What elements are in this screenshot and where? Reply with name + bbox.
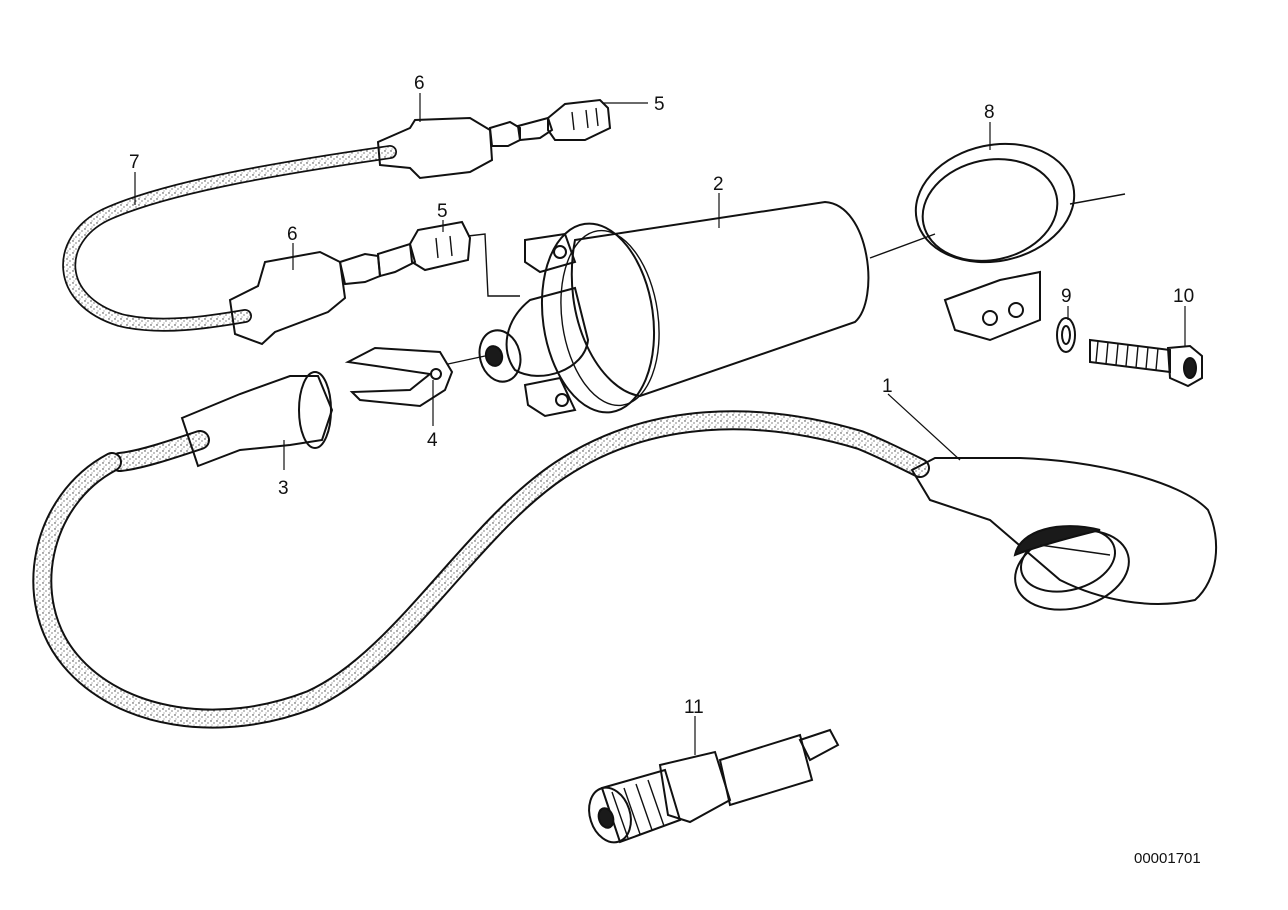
rubber-boot-upper [376, 116, 554, 180]
callout-2: 2 [713, 174, 724, 195]
spring-clip [344, 346, 454, 408]
callout-6-upper: 6 [414, 73, 425, 94]
ignition-coil [478, 200, 870, 418]
spark-plug-connector [910, 457, 1218, 611]
rubber-boot-lower [228, 242, 417, 346]
clamp-band [869, 142, 1126, 342]
spark-plug [588, 728, 840, 844]
ignition-cable-main [32, 410, 930, 729]
callout-1: 1 [882, 376, 893, 397]
document-number: 00001701 [1134, 850, 1201, 867]
rubber-boot-main [110, 371, 334, 472]
callout-10: 10 [1173, 286, 1194, 307]
washer [1056, 317, 1076, 353]
callout-7: 7 [129, 152, 140, 173]
leader-lines [134, 93, 1186, 755]
cap-screw [1089, 338, 1203, 388]
callout-11: 11 [684, 697, 704, 718]
callout-5-lower: 5 [437, 201, 448, 222]
callout-3: 3 [278, 478, 289, 499]
callout-4: 4 [427, 430, 438, 451]
flat-connector-upper [547, 98, 612, 141]
flat-connector-lower [408, 220, 520, 297]
callout-6-lower: 6 [287, 224, 298, 245]
ignition-cable-upper [62, 145, 397, 332]
callout-9: 9 [1061, 286, 1072, 307]
callout-5-upper: 5 [654, 94, 665, 115]
callout-8: 8 [984, 102, 995, 123]
